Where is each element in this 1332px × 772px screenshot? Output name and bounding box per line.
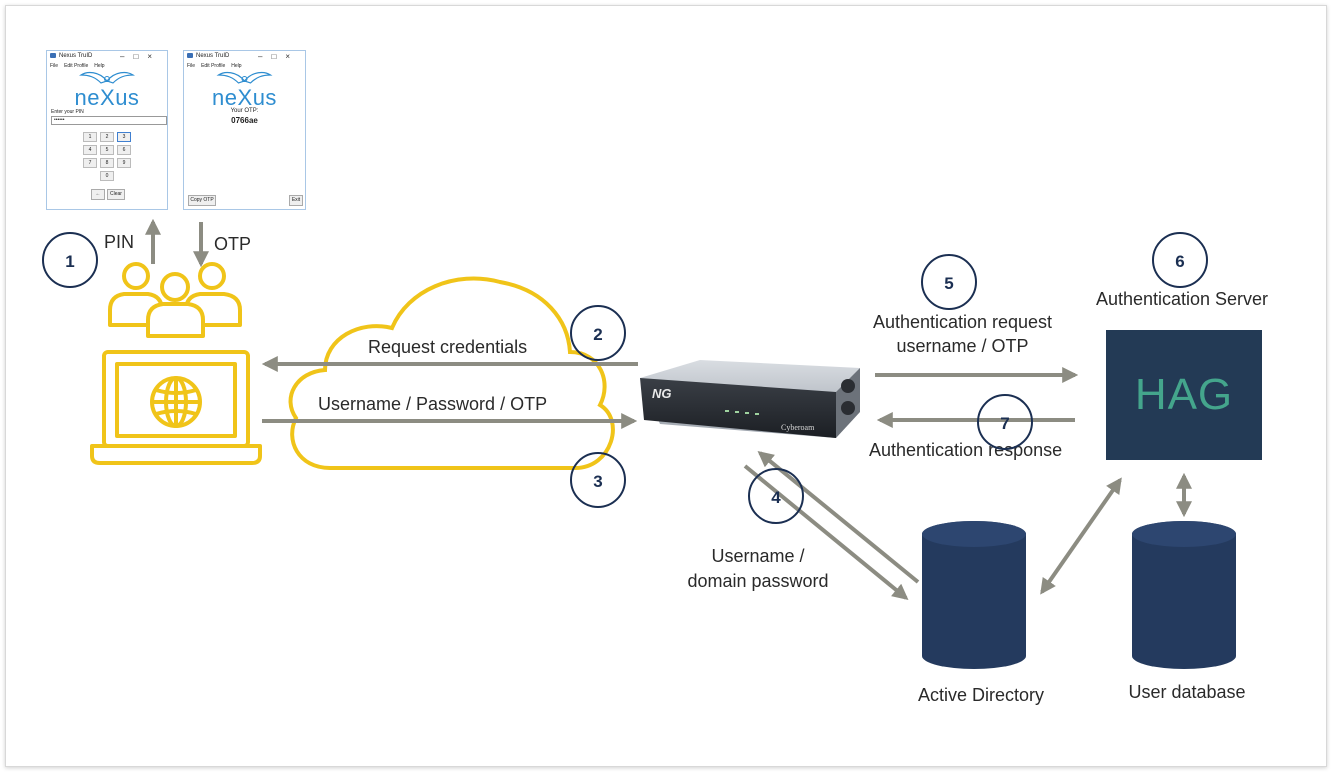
- pin-label-text: PIN: [104, 232, 135, 252]
- wings-logo-icon: [216, 71, 273, 84]
- database-icon: [1132, 521, 1236, 669]
- nexus-logo: neXus: [74, 85, 140, 110]
- menu-help[interactable]: Help: [231, 63, 242, 69]
- users-icon: [108, 262, 242, 338]
- username-slash-label: Username /: [711, 546, 805, 566]
- laptop-globe-icon: [90, 350, 262, 465]
- active-directory-label: Active Directory: [917, 685, 1045, 705]
- cloud-icon: [288, 276, 615, 470]
- key-5[interactable]: 5: [100, 145, 114, 155]
- user-database-label: User database: [1128, 682, 1246, 702]
- key-8[interactable]: 8: [100, 158, 114, 168]
- pin-window: Nexus TruID –□× File Edit Profile Help neX…: [46, 50, 168, 210]
- step-2-badge: 2: [570, 305, 626, 361]
- key-2[interactable]: 2: [100, 132, 114, 142]
- firewall-appliance-icon: NG Cyberoam: [640, 360, 860, 438]
- step-5-badge: 5: [921, 254, 977, 310]
- menu-file[interactable]: File: [50, 63, 59, 69]
- key-9[interactable]: 9: [117, 158, 131, 168]
- step-7-badge: 7: [977, 394, 1033, 450]
- menu-edit-profile[interactable]: Edit Profile: [64, 63, 89, 69]
- pin-window-title: Nexus TruID: [50, 53, 92, 59]
- auth-request-label-2: username / OTP: [896, 336, 1029, 356]
- otp-window: Nexus TruID –□× File Edit Profile Help neX…: [183, 50, 306, 210]
- copy-otp-button[interactable]: Copy OTP: [188, 195, 216, 206]
- step-4-badge: 4: [748, 468, 804, 524]
- auth-request-label-1: Authentication request: [872, 312, 1053, 332]
- domain-password-label: domain password: [687, 571, 829, 591]
- auth-server-label: Authentication Server: [1095, 289, 1269, 309]
- window-controls[interactable]: –□×: [120, 52, 161, 61]
- otp-label-text: OTP: [214, 234, 252, 254]
- key-0[interactable]: 0: [100, 171, 114, 181]
- username-password-otp-label: Username / Password / OTP: [318, 394, 548, 414]
- hag-label: HAG: [1134, 370, 1234, 419]
- svg-text:NG: NG: [652, 386, 672, 401]
- clear-button[interactable]: Clear: [107, 189, 125, 200]
- key-1[interactable]: 1: [83, 132, 97, 142]
- otp-window-menu: File Edit Profile Help: [187, 63, 248, 69]
- svg-text:Cyberoam: Cyberoam: [781, 423, 815, 432]
- database-icon: [922, 521, 1026, 669]
- step-3-badge: 3: [570, 452, 626, 508]
- otp-window-title: Nexus TruID: [187, 53, 229, 59]
- step-6-badge: 6: [1152, 232, 1208, 288]
- menu-file[interactable]: File: [187, 63, 196, 69]
- pin-input[interactable]: ••••••: [51, 116, 167, 125]
- menu-edit-profile[interactable]: Edit Profile: [201, 63, 226, 69]
- step-1-badge: 1: [42, 232, 98, 288]
- request-credentials-label: Request credentials: [368, 337, 528, 357]
- otp-label: Your OTP:: [230, 108, 259, 114]
- otp-value: 0766ae: [231, 116, 258, 125]
- back-button[interactable]: ←: [91, 189, 105, 200]
- key-3[interactable]: 3: [117, 132, 131, 142]
- pin-label: Enter your PIN: [51, 109, 84, 115]
- hag-server-box: HAG: [1106, 330, 1262, 460]
- pin-window-menu: File Edit Profile Help: [50, 63, 111, 69]
- key-4[interactable]: 4: [83, 145, 97, 155]
- window-controls[interactable]: –□×: [258, 52, 299, 61]
- auth-response-label: Authentication response: [869, 440, 1063, 460]
- arrow-ad-hag: [1040, 477, 1122, 595]
- key-6[interactable]: 6: [117, 145, 131, 155]
- menu-help[interactable]: Help: [94, 63, 105, 69]
- exit-button[interactable]: Exit: [289, 195, 303, 206]
- key-7[interactable]: 7: [83, 158, 97, 168]
- nexus-logo: neXus: [212, 85, 277, 110]
- wings-logo-icon: [79, 71, 135, 84]
